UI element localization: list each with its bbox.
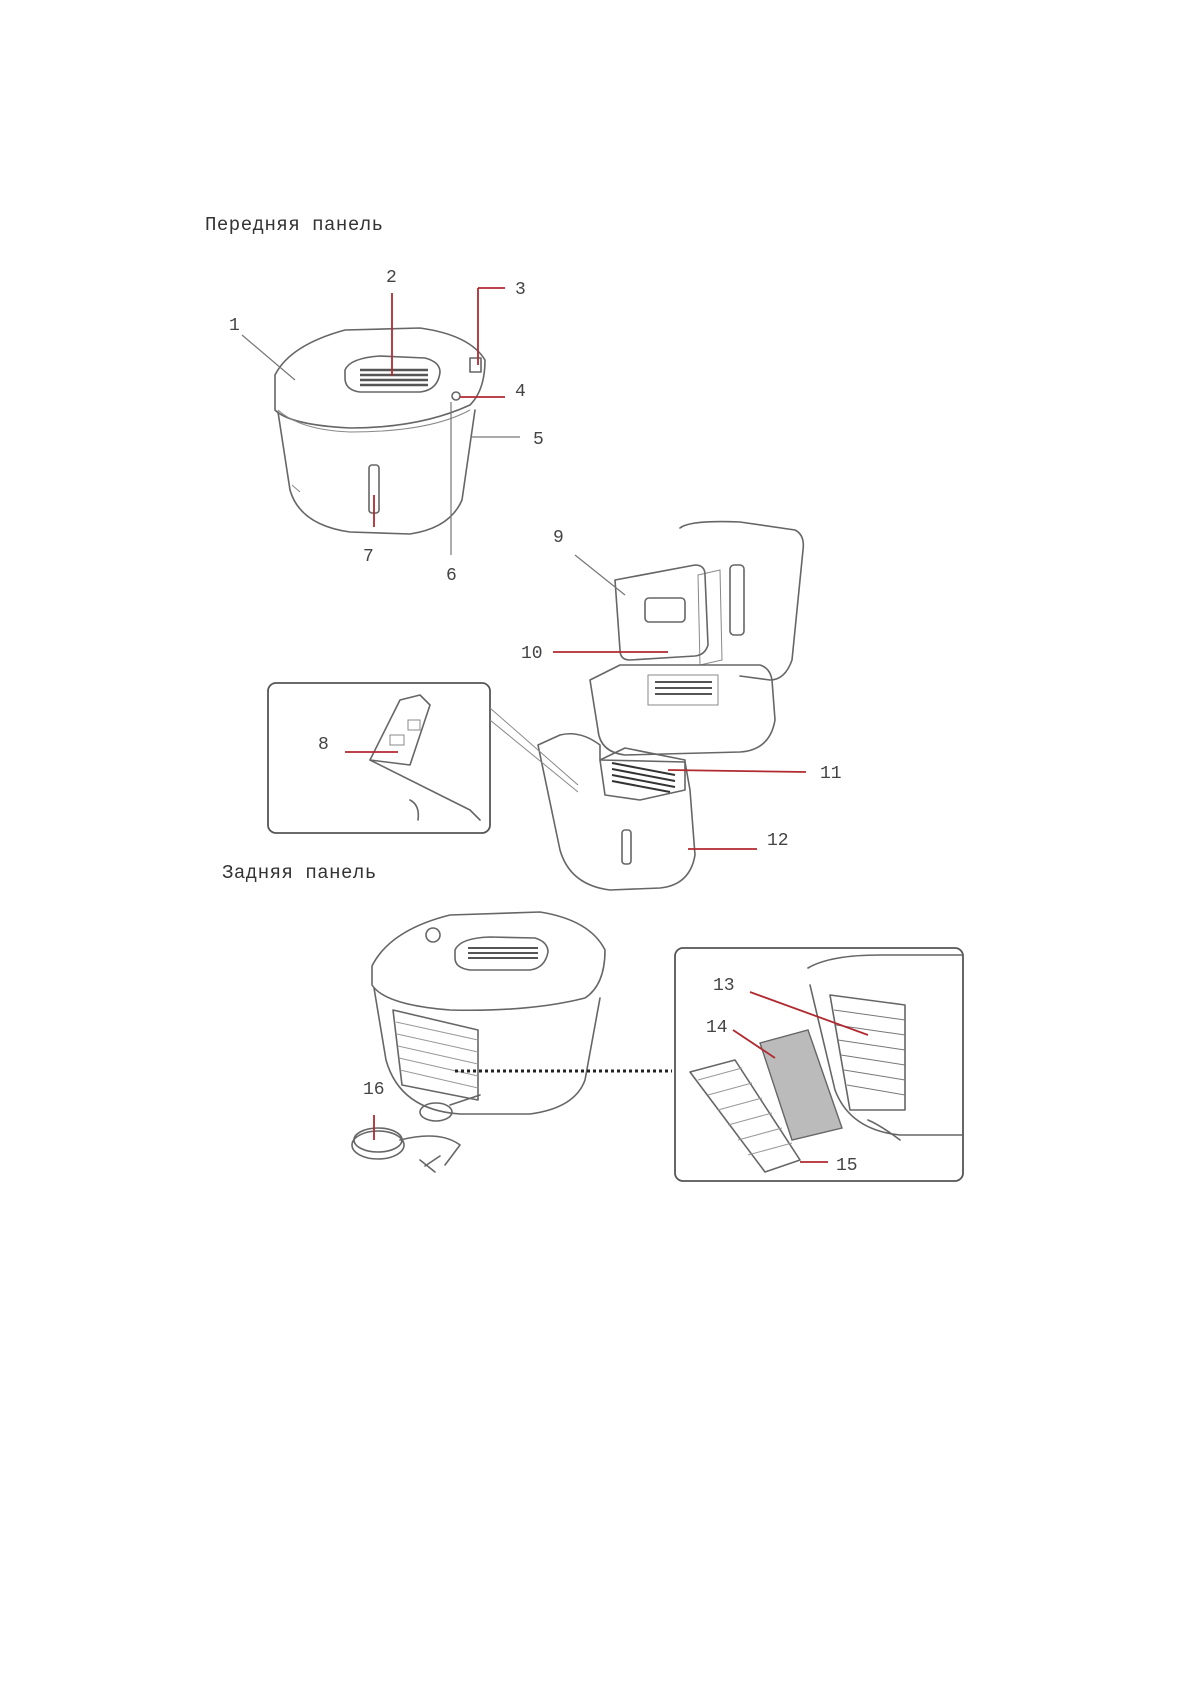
callout-3: 3 <box>515 280 526 300</box>
callout-1: 1 <box>229 316 240 336</box>
callout-6: 6 <box>446 566 457 586</box>
callout-4: 4 <box>515 382 526 402</box>
callout-15: 15 <box>836 1156 858 1176</box>
exploded-unit-illustration <box>537 520 805 891</box>
callout-11: 11 <box>820 764 842 784</box>
callout-7: 7 <box>363 547 374 567</box>
callout-12: 12 <box>767 831 789 851</box>
indicator-icon <box>469 357 482 373</box>
rear-panel-heading: Задняя панель <box>222 862 377 884</box>
callout-2: 2 <box>386 268 397 288</box>
rear-unit-illustration <box>351 911 606 1173</box>
callout-8: 8 <box>318 735 329 755</box>
front-unit-illustration <box>274 327 486 535</box>
callout-9: 9 <box>553 528 564 548</box>
callout-16: 16 <box>363 1080 385 1100</box>
inset-rear-illustration <box>689 954 963 1173</box>
callout-5: 5 <box>533 430 544 450</box>
inset-8-illustration <box>369 694 481 821</box>
callout-14: 14 <box>706 1018 728 1038</box>
callout-10: 10 <box>521 644 543 664</box>
callout-13: 13 <box>713 976 735 996</box>
front-panel-heading: Передняя панель <box>205 214 384 236</box>
inset-panel-8 <box>267 682 491 834</box>
